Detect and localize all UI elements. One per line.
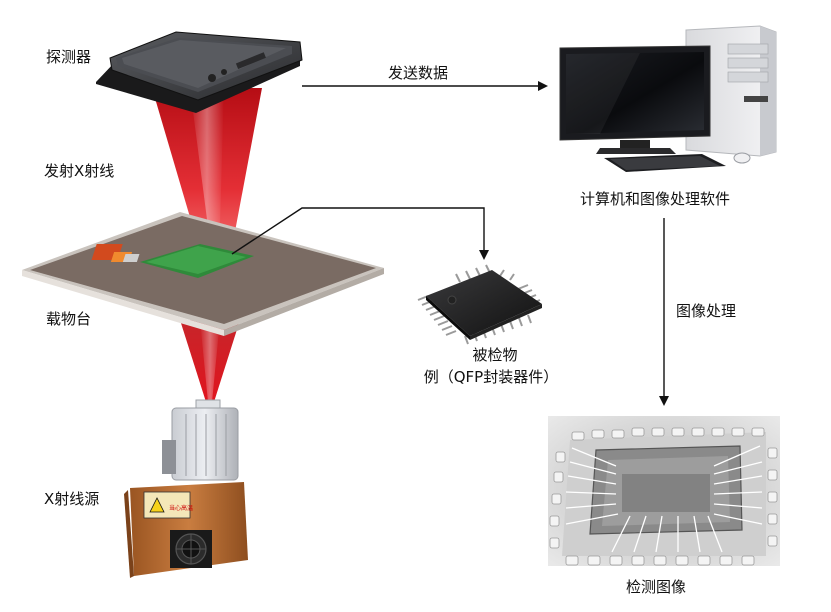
image-processing-label: 图像处理: [676, 302, 737, 320]
sample-label-line1: 被检物: [472, 346, 518, 364]
xray-source-label: X射线源: [44, 490, 100, 508]
xray-source-icon: 当心高温: [124, 399, 248, 578]
xray-beam-upper: [152, 88, 262, 258]
stage-label: 载物台: [46, 310, 92, 328]
computer-label: 计算机和图像处理软件: [580, 190, 731, 208]
sample-pointer: [231, 207, 489, 260]
sample-label-line2: 例（QFP封装器件）: [423, 368, 559, 386]
computer-icon: [559, 25, 777, 172]
xray-beam-label: 发射X射线: [44, 162, 115, 180]
stage-platform: [22, 212, 384, 336]
xray-beam-lower: [180, 320, 240, 402]
chip-icon: [417, 264, 542, 345]
xray-image-icon: [548, 416, 780, 566]
warning-sticker-text: 当心高温: [169, 504, 193, 512]
inspection-image-label: 检测图像: [626, 578, 687, 596]
send-data-label: 发送数据: [388, 64, 449, 82]
detector-icon: [96, 31, 303, 113]
detector-label: 探测器: [46, 48, 92, 66]
